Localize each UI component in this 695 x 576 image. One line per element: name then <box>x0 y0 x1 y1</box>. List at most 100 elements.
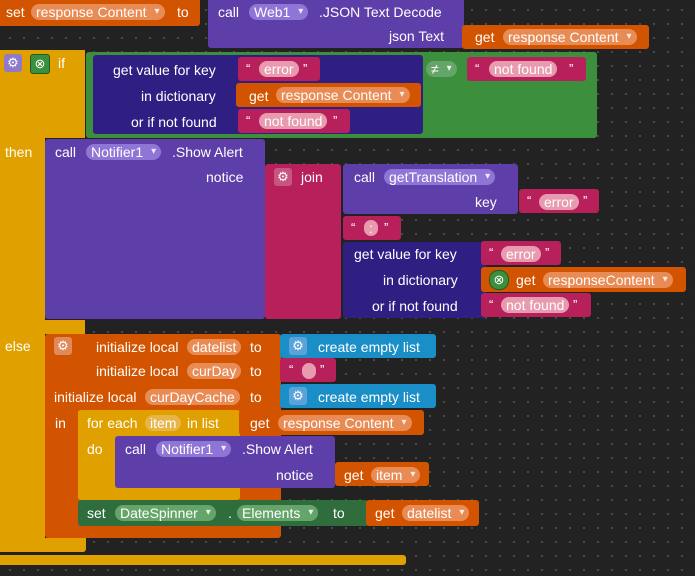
key-text-field[interactable]: error <box>259 61 299 77</box>
join-label: join <box>301 169 323 185</box>
to-label: to <box>250 339 262 355</box>
get-error-icon[interactable]: ⊗ <box>489 270 509 290</box>
open-quote-icon: “ <box>246 113 251 128</box>
create-empty-list-label: create empty list <box>318 339 420 355</box>
compare-operator-dropdown[interactable]: ≠ <box>426 61 457 77</box>
set-label: set <box>6 4 25 20</box>
get-label: get <box>375 505 395 521</box>
item-get-var-dropdown[interactable]: item <box>371 467 421 483</box>
key-param-label: key <box>475 194 497 210</box>
if-block-else-bar <box>0 320 85 334</box>
separator-text-field[interactable]: : <box>364 220 378 236</box>
datespinner-component-dropdown[interactable]: DateSpinner <box>115 505 216 521</box>
open-quote-icon: “ <box>527 193 532 208</box>
get-value-for-key-label: get value for key <box>113 62 216 78</box>
curdaycache-var-name[interactable]: curDayCache <box>145 389 240 405</box>
open-quote-icon: “ <box>289 362 294 377</box>
notice-param-label: notice <box>276 467 314 483</box>
open-quote-icon: “ <box>351 220 356 235</box>
item-var-name[interactable]: item <box>145 415 182 431</box>
key-value-text-field[interactable]: error <box>539 194 579 210</box>
get-value-for-key-label: get value for key <box>354 246 457 262</box>
show-alert-method-label: .Show Alert <box>172 144 243 160</box>
curday-var-name[interactable]: curDay <box>187 363 242 379</box>
list-mutator-gear-icon[interactable]: ⚙ <box>289 387 307 405</box>
if-block-spine <box>0 138 45 552</box>
or-if-not-found-label: or if not found <box>131 114 217 130</box>
get-label: get <box>249 88 269 104</box>
init-local-label: initialize local <box>54 389 137 405</box>
web1-component-dropdown[interactable]: Web1 <box>249 4 309 20</box>
call-label: call <box>354 169 376 185</box>
empty-text-field[interactable] <box>302 363 316 379</box>
call-label: call <box>125 441 147 457</box>
to-label: to <box>177 4 189 20</box>
close-quote-icon: ” <box>569 61 574 76</box>
get-label: get <box>250 415 270 431</box>
close-quote-icon: ” <box>583 193 588 208</box>
close-quote-icon: ” <box>545 245 550 260</box>
show-alert-method-label: .Show Alert <box>242 441 313 457</box>
set-label: set <box>87 505 106 521</box>
open-quote-icon: “ <box>246 61 251 76</box>
get-response-var-dropdown[interactable]: response Content <box>503 29 637 45</box>
close-quote-icon: ” <box>320 362 325 377</box>
get-label: get <box>475 29 495 45</box>
in-dictionary-label: in dictionary <box>141 88 216 104</box>
if-block-bottom <box>0 538 86 552</box>
do-label: do <box>87 441 103 457</box>
notifier1-component-dropdown[interactable]: Notifier1 <box>156 441 232 457</box>
close-quote-icon: ” <box>333 113 338 128</box>
get-translation-procedure-dropdown[interactable]: getTranslation <box>384 169 496 185</box>
set-var-dropdown[interactable]: response Content <box>31 4 165 20</box>
if-mutator-gear-icon[interactable]: ⚙ <box>4 54 22 72</box>
key2-text-field[interactable]: error <box>501 246 541 262</box>
datelist-get-var-dropdown[interactable]: datelist <box>402 505 470 521</box>
not-found-text-field[interactable]: not found <box>259 113 328 129</box>
to-label: to <box>333 505 345 521</box>
call-label: call <box>218 4 240 20</box>
open-quote-icon: “ <box>489 297 494 312</box>
close-quote-icon: ” <box>303 61 308 76</box>
notifier-show-alert-block[interactable] <box>45 139 265 319</box>
for-each-label: for each <box>87 415 138 431</box>
dict-lookup-block-2[interactable] <box>343 242 486 318</box>
get-label: get <box>516 272 536 288</box>
list-mutator-gear-icon[interactable]: ⚙ <box>289 337 307 355</box>
list-var-dropdown[interactable]: response Content <box>278 415 412 431</box>
json-text-param-label: json Text <box>389 28 444 44</box>
to-label: to <box>250 389 262 405</box>
datelist-var-name[interactable]: datelist <box>187 339 242 355</box>
in-dictionary-label: in dictionary <box>383 272 458 288</box>
compare-value-text-field[interactable]: not found <box>489 61 558 77</box>
to-label: to <box>250 363 262 379</box>
else-label: else <box>5 338 31 354</box>
notice-param-label: notice <box>206 169 244 185</box>
or-if-not-found-label: or if not found <box>372 298 458 314</box>
open-quote-icon: “ <box>489 245 494 260</box>
not-found-text-field-2[interactable]: not found <box>501 297 570 313</box>
then-label: then <box>5 144 33 160</box>
init-local-label: initialize local <box>96 339 179 355</box>
close-quote-icon: ” <box>573 297 578 312</box>
join-text-block[interactable] <box>265 164 341 319</box>
init-local-label: initialize local <box>96 363 179 379</box>
notifier1-component-dropdown[interactable]: Notifier1 <box>86 144 162 160</box>
get-label: get <box>344 467 364 483</box>
elements-property-dropdown[interactable]: Elements <box>237 505 319 521</box>
call-label: call <box>55 144 77 160</box>
dot-label: . <box>228 505 232 521</box>
open-quote-icon: “ <box>475 61 480 76</box>
in-list-label: in list <box>187 415 219 431</box>
trailing-block-bar <box>0 555 406 565</box>
if-error-icon[interactable]: ⊗ <box>30 54 50 74</box>
dict-var-dropdown[interactable]: response Content <box>276 87 410 103</box>
close-quote-icon: ” <box>384 220 389 235</box>
join-mutator-gear-icon[interactable]: ⚙ <box>274 168 292 186</box>
in-label: in <box>55 415 66 431</box>
init-local-mutator-gear-icon[interactable]: ⚙ <box>54 337 72 355</box>
json-decode-method-label: .JSON Text Decode <box>319 4 442 20</box>
dict-var-dropdown-2[interactable]: responseContent <box>543 272 673 288</box>
create-empty-list-label: create empty list <box>318 389 420 405</box>
if-label: if <box>58 55 65 71</box>
